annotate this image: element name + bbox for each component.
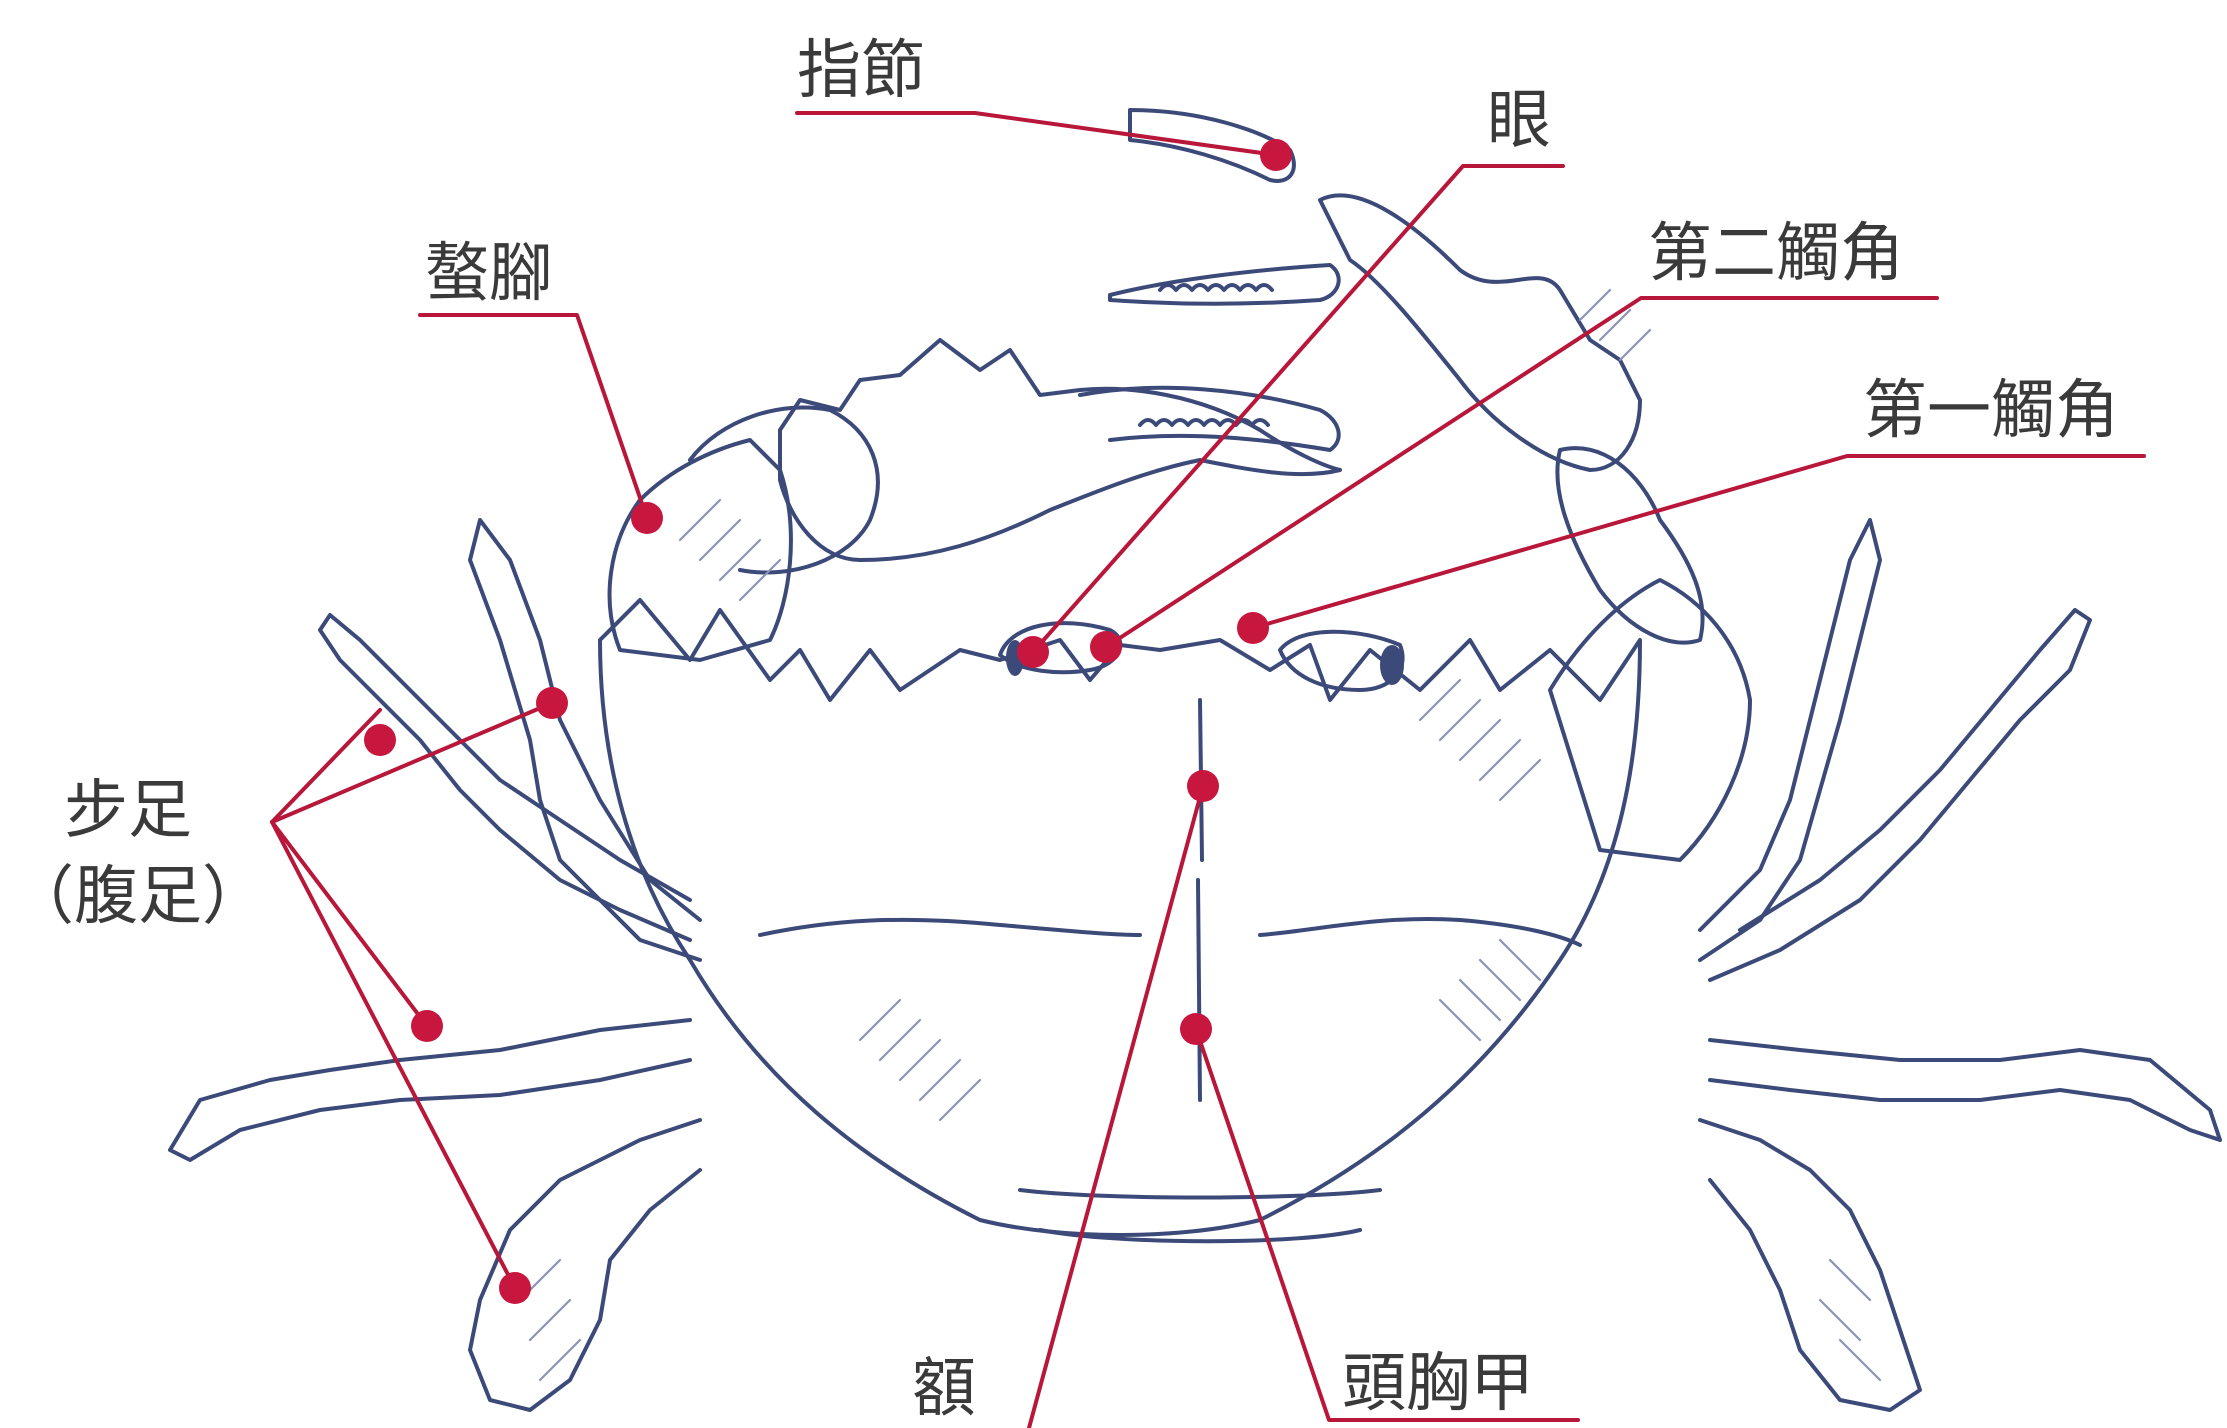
leader-legs-b [270, 701, 554, 824]
right-claw-propodus [1318, 193, 1642, 472]
leader-legs-a [270, 708, 382, 824]
label-frons: 額 [912, 1352, 976, 1426]
label-chela: 螯腳 [425, 237, 553, 311]
left-leg-3 [168, 1018, 692, 1162]
leader-dactyl [795, 111, 1278, 157]
label-walking-legs: 步足 [64, 774, 192, 848]
dot-leg-2 [536, 687, 568, 719]
carapace-groove-right [1258, 916, 1582, 947]
dot-antenna1 [1237, 612, 1269, 644]
leader-antenna1 [1251, 454, 2146, 630]
labels: 指節 眼 螯腳 第二觸角 第一觸角 步足 （腹足） 額 頭胸甲 [10, 34, 2119, 1426]
leader-legs-c [270, 820, 429, 1028]
dot-frons [1187, 770, 1219, 802]
label-carapace: 頭胸甲 [1342, 1347, 1534, 1421]
dot-leg-4 [499, 1272, 531, 1304]
crab-illustration [168, 108, 2222, 1412]
right-leg-3 [1708, 1038, 2222, 1142]
carapace-rear [1018, 1188, 1382, 1244]
right-leg-1 [1698, 518, 1882, 962]
right-claw-dactyl [1128, 108, 1296, 183]
label-eye: 眼 [1487, 84, 1551, 158]
carapace-groove-left [758, 917, 1142, 937]
right-leg-swim-paddle [1698, 1118, 1922, 1412]
dot-dactyl [1260, 139, 1292, 171]
leader-legs-d [270, 820, 517, 1290]
right-claw-teeth [1158, 283, 1274, 292]
eye-right [1380, 645, 1404, 685]
dot-carapace [1180, 1013, 1212, 1045]
carapace-outline [598, 598, 1642, 1237]
left-claw-teeth [1138, 418, 1270, 427]
right-leg-2 [1708, 608, 2092, 982]
left-claw-dactyl [1078, 385, 1341, 452]
leader-antenna2 [1104, 296, 1939, 649]
left-leg-swim-paddle [468, 1118, 702, 1412]
dot-eye [1017, 636, 1049, 668]
left-leg-2 [318, 613, 692, 942]
left-leg-1 [468, 518, 702, 962]
leader-chela [418, 313, 649, 520]
label-antenna2: 第二觸角 [1648, 217, 1904, 291]
left-cheliped-carpus [688, 405, 880, 575]
dot-chela [631, 502, 663, 534]
leader-eye [1031, 164, 1565, 654]
left-claw-propodus [778, 338, 1342, 562]
label-antenna1: 第一觸角 [1863, 374, 2119, 448]
right-cheliped-merus [1548, 578, 1752, 862]
dot-antenna2 [1090, 631, 1122, 663]
leader-carapace [1194, 1027, 1580, 1422]
right-cheliped-carpus [1555, 446, 1705, 645]
leader-lines [270, 111, 2146, 1428]
right-claw-fixed-finger [1108, 263, 1341, 306]
label-walking-legs-alt: （腹足） [10, 860, 266, 934]
leader-frons [1027, 784, 1205, 1428]
hatching [518, 288, 1882, 1382]
label-dactyl: 指節 [797, 34, 925, 108]
left-cheliped-merus [607, 438, 793, 662]
dot-leg-1 [364, 724, 396, 756]
dot-leg-3 [411, 1010, 443, 1042]
